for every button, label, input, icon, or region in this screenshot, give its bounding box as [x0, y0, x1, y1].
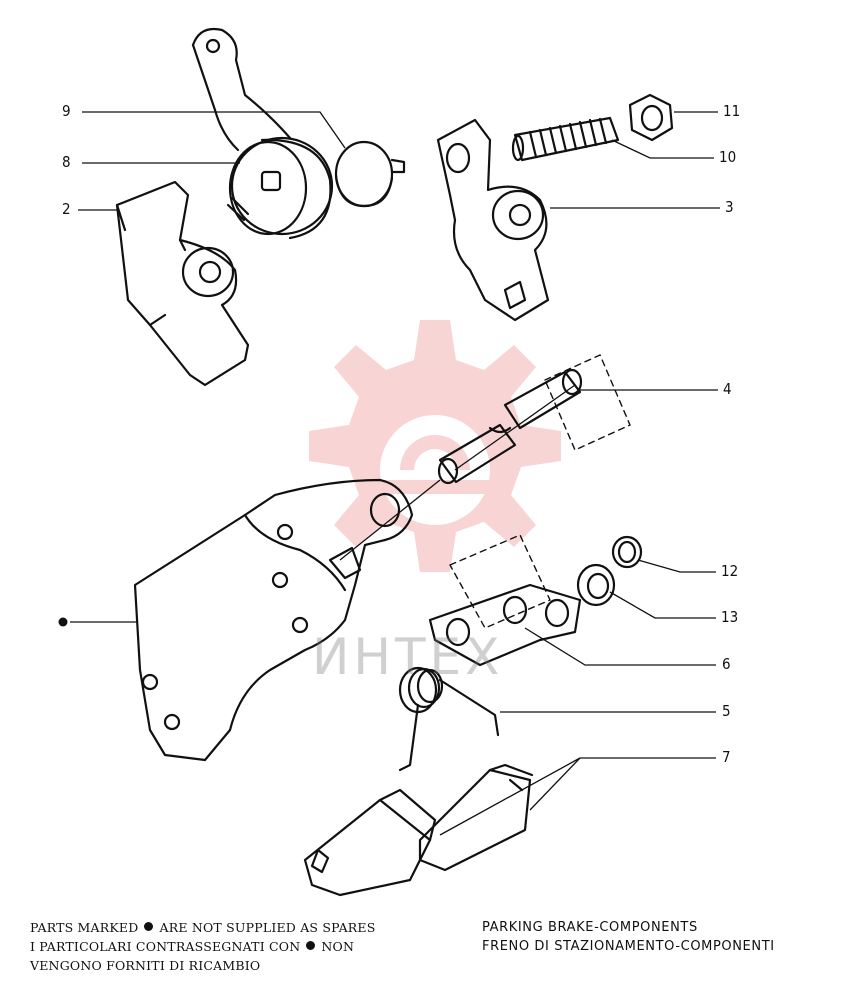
footer-title: PARKING BRAKE-COMPONENTS FRENO DI STAZIO…	[482, 918, 822, 956]
note-line-3: VENGONO FORNITI DI RICAMBIO	[30, 958, 261, 973]
part-10-threaded-pin	[511, 116, 620, 162]
part-6-dashed-box	[449, 534, 551, 629]
callout-2: 2	[62, 200, 71, 218]
part-12-snap-ring	[611, 535, 643, 569]
leader-lines	[70, 111, 720, 836]
part-11-nut	[628, 93, 674, 142]
part-5-spring	[398, 666, 500, 772]
leader-12	[637, 559, 716, 573]
callout-7: 7	[722, 748, 731, 766]
title-english: PARKING BRAKE-COMPONENTS	[482, 920, 698, 935]
part-13-washer	[576, 563, 616, 607]
callout-9: 9	[62, 102, 71, 120]
part-2-lever-plate	[115, 180, 250, 387]
callout-11: 11	[723, 102, 741, 120]
leader-6	[524, 627, 716, 666]
part-7-pads	[303, 763, 534, 897]
callout-12: 12	[721, 562, 739, 580]
leader-10	[611, 139, 714, 159]
watermark-gear-logo	[309, 320, 561, 572]
callout-3: 3	[725, 198, 734, 216]
callout-5: 5	[722, 702, 731, 720]
watermark-text: ИНТЕХ	[312, 628, 504, 686]
callout-4: 4	[723, 380, 732, 398]
leader-7b	[529, 757, 581, 811]
bullet-dot-icon	[306, 941, 316, 950]
leader-pin-axis	[339, 384, 576, 561]
leader-9	[82, 111, 346, 149]
main-bracket	[133, 478, 414, 762]
callout-10: 10	[719, 148, 737, 166]
bullet-dot-icon	[144, 922, 154, 931]
not-supplied-bullet-mark	[58, 617, 68, 627]
part-9-cap	[334, 140, 406, 208]
part-3-bracket	[436, 118, 550, 322]
title-italian: FRENO DI STAZIONAMENTO-COMPONENTI	[482, 939, 775, 954]
line-art	[115, 27, 674, 897]
callout-6: 6	[722, 655, 731, 673]
leader-7c	[439, 757, 581, 836]
callout-13: 13	[721, 608, 739, 626]
part-6-plate	[428, 583, 582, 667]
callout-8: 8	[62, 153, 71, 171]
leader-13	[609, 591, 716, 619]
part-8-lever	[191, 27, 334, 240]
part-4-pins	[437, 368, 583, 485]
part-4-dashed-box	[544, 354, 631, 451]
